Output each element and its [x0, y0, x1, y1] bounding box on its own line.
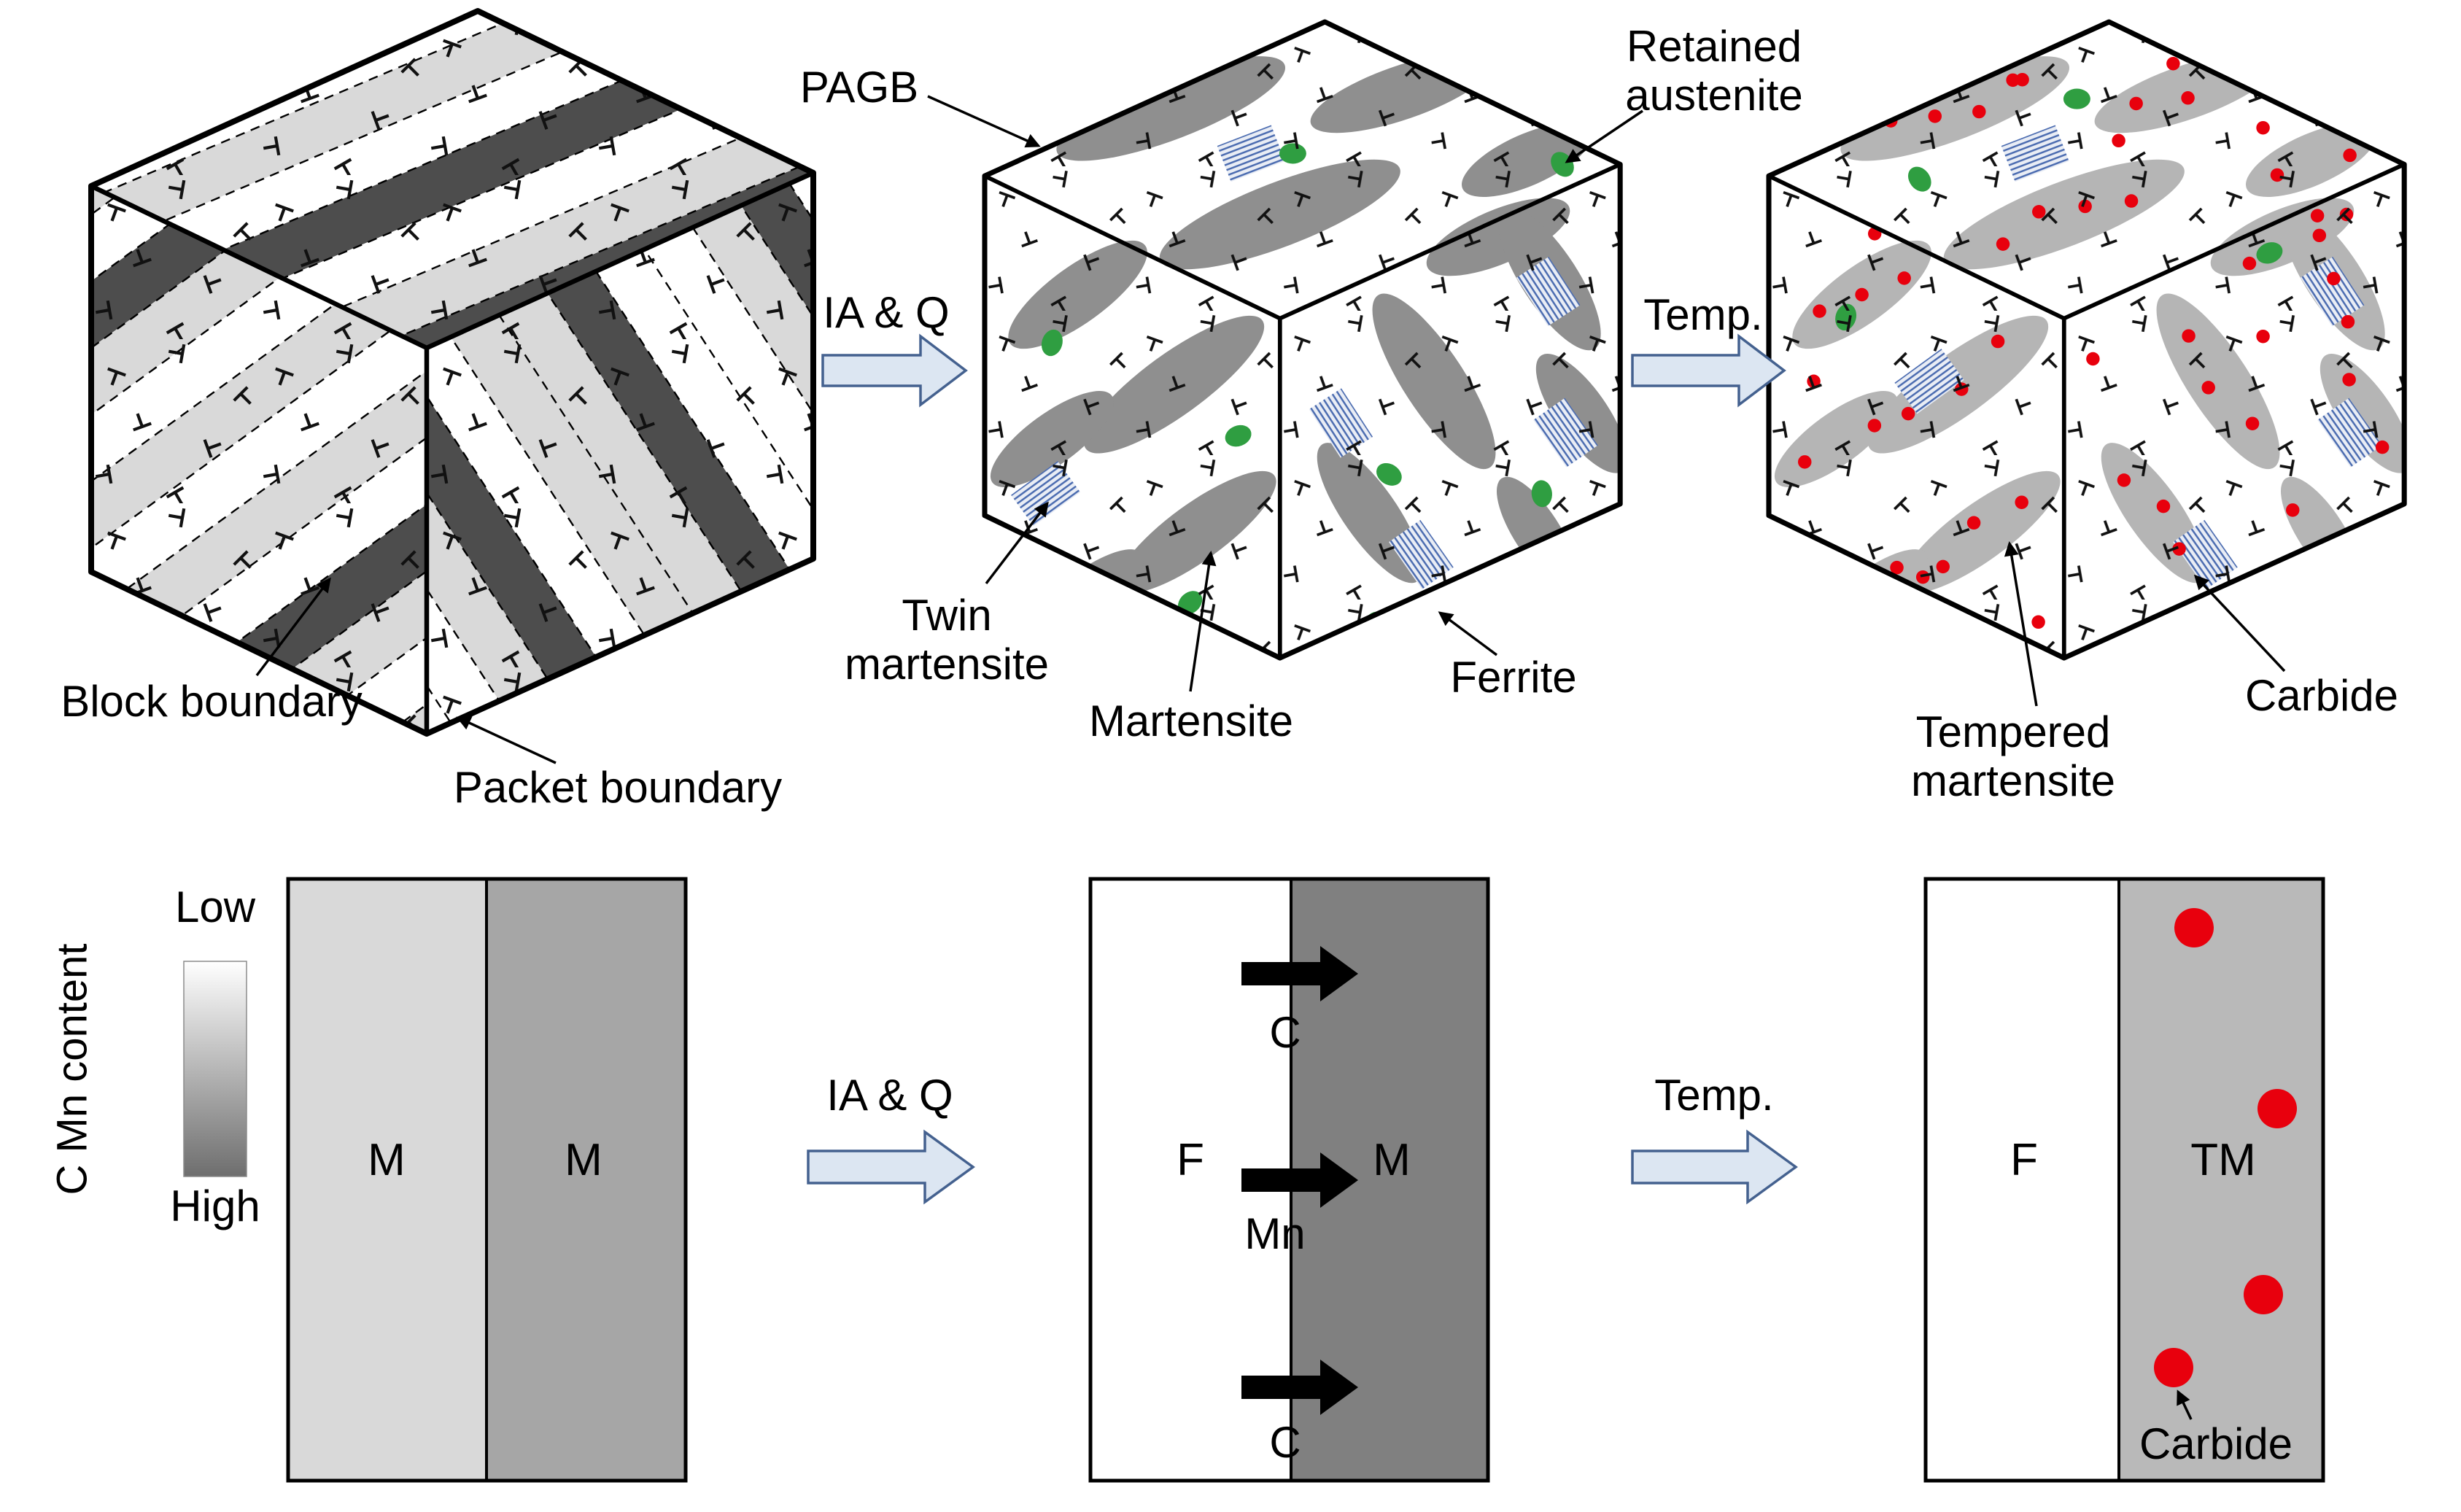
legend-axis-label: C Mn content: [48, 943, 96, 1195]
pagb-pointer: [927, 95, 1041, 148]
cube-tempered: [1766, 19, 2407, 661]
carbon-flux-bottom-label: C: [1269, 1418, 1301, 1467]
tempered-martensite-pointer: [2004, 541, 2038, 707]
panel-initial: [286, 877, 688, 1483]
panel2-right-phase-label: M: [1373, 1135, 1411, 1185]
carbide-particle: [2244, 1275, 2283, 1314]
carbon-flux-arrow-top: [1241, 946, 1358, 1001]
packet-boundary-pointer: [456, 716, 557, 764]
packet-boundary-label: Packet boundary: [453, 763, 783, 812]
cube-initial-martensite: [88, 8, 816, 737]
carbide-particle: [2257, 1089, 2297, 1128]
process-arrow-temp-bottom: [1631, 1129, 1798, 1205]
panel1-right-phase-label: M: [565, 1135, 602, 1185]
block-boundary-label: Block boundary: [61, 677, 363, 726]
manganese-flux-arrow: [1241, 1152, 1358, 1208]
step2-bottom-label: Temp.: [1654, 1071, 1774, 1120]
carbide-top-label: Carbide: [2244, 671, 2399, 720]
block-boundary-pointer: [255, 577, 331, 677]
legend-high-label: High: [170, 1182, 260, 1230]
carbide-particle: [2174, 908, 2214, 947]
carbide-bottom-label: Carbide: [2139, 1419, 2293, 1468]
panel-tempered: [1923, 877, 2325, 1483]
panel2-left-phase-label: F: [1177, 1135, 1204, 1185]
ferrite-label: Ferrite: [1450, 653, 1577, 702]
panel3-left-phase-label: F: [2010, 1135, 2038, 1185]
step1-bottom-label: IA & Q: [826, 1071, 953, 1120]
carbide-top-pointer: [2193, 574, 2286, 672]
process-arrow-temp-top: [1631, 333, 1786, 408]
martensite-label: Martensite: [1088, 697, 1294, 745]
step1-top-label: IA & Q: [823, 288, 950, 337]
process-arrow-ia-q-bottom: [807, 1129, 975, 1205]
carbon-flux-top-label: C: [1269, 1008, 1301, 1057]
pagb-label: PAGB: [799, 63, 919, 112]
process-arrow-ia-q-top: [821, 333, 968, 408]
panel1-left-phase-label: M: [368, 1135, 406, 1185]
martensite-pointer: [1189, 551, 1217, 692]
ferrite-pointer: [1438, 611, 1498, 656]
step2-top-label: Temp.: [1643, 290, 1763, 339]
carbide-particle: [2154, 1348, 2193, 1387]
manganese-flux-label: Mn: [1244, 1209, 1306, 1258]
tempered-martensite-label: Tempered martensite: [1910, 707, 2116, 806]
cube-ia-q: [982, 19, 1623, 661]
legend-gradient-bar: [183, 961, 247, 1177]
legend-low-label: Low: [174, 883, 256, 931]
panel3-right-phase-label: TM: [2190, 1135, 2256, 1185]
retained-austenite-label: Retained austenite: [1625, 22, 1803, 120]
twin-martensite-label: Twin martensite: [844, 591, 1050, 689]
carbide-bottom-pointer: [2177, 1389, 2193, 1420]
retained-austenite-pointer: [1565, 109, 1643, 163]
carbon-flux-arrow-bottom: [1241, 1360, 1358, 1415]
twin-martensite-pointer: [985, 501, 1049, 585]
